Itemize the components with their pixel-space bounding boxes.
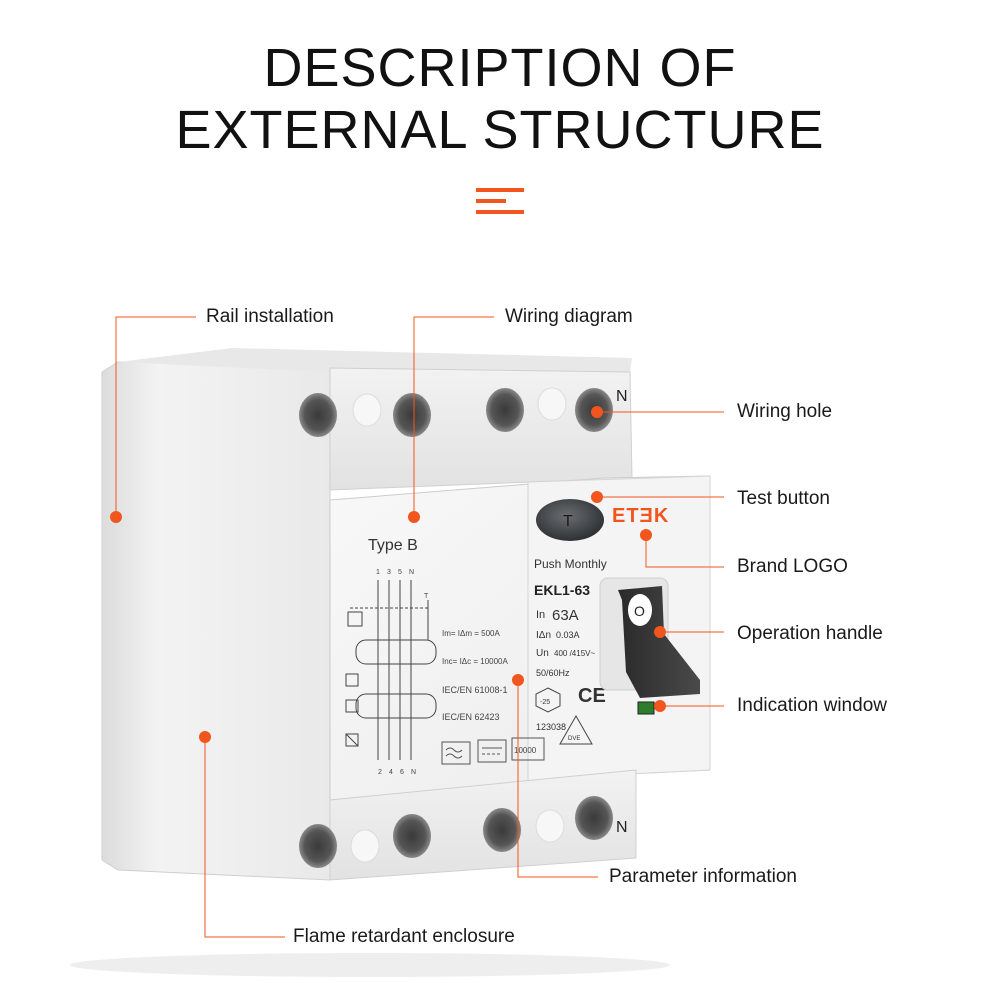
svg-text:4: 4 [389, 769, 393, 776]
freq-value: 50/60Hz [536, 668, 570, 678]
menu-icon [476, 188, 524, 216]
svg-text:3: 3 [387, 569, 391, 576]
svg-text:N: N [411, 769, 416, 776]
brand-logo: ETƎK [612, 505, 669, 527]
phase-n-top: N [616, 388, 628, 405]
svg-text:6: 6 [400, 769, 404, 776]
parameter-block: Im= IΔm = 500A Inc= IΔc = 10000A IEC/EN … [441, 629, 545, 765]
label-brand-logo: Brand LOGO [737, 556, 848, 577]
svg-text:O: O [634, 603, 645, 619]
svg-text:1: 1 [376, 569, 380, 576]
label-wiring-diagram: Wiring diagram [505, 306, 633, 327]
svg-text:DVE: DVE [568, 736, 580, 742]
svg-text:In: In [536, 609, 545, 621]
svg-text:Un: Un [536, 648, 549, 659]
label-test-button: Test button [737, 488, 830, 509]
svg-text:N: N [409, 569, 414, 576]
im-line: Im= IΔm = 500A [442, 629, 500, 638]
indication-window [637, 701, 655, 715]
cert-number: 123038 [536, 722, 566, 732]
inc-line: Inc= IΔc = 10000A [442, 657, 508, 666]
page-title-line1: DESCRIPTION OF [263, 38, 737, 98]
label-operation-handle: Operation handle [737, 623, 883, 644]
phase-n-bottom: N [616, 819, 628, 836]
rating-box-text: 10000 [514, 746, 537, 755]
svg-text:-25: -25 [540, 699, 550, 706]
svg-text:T: T [424, 593, 429, 600]
page-title-line2: EXTERNAL STRUCTURE [175, 100, 825, 160]
test-button[interactable]: T [536, 499, 604, 541]
operation-handle[interactable]: O [599, 577, 700, 698]
label-parameter-information: Parameter information [609, 866, 797, 887]
callout-dots [110, 406, 666, 743]
in-value: 63A [552, 607, 579, 624]
svg-text:T: T [563, 513, 573, 530]
label-indication-window: Indication window [737, 695, 887, 716]
ce-mark: CE [578, 685, 606, 707]
svg-text:5: 5 [398, 569, 402, 576]
idn-value: 0.03A [556, 630, 580, 640]
un-value: 400 /415V~ [554, 649, 595, 658]
iec-line-1: IEC/EN 61008-1 [442, 685, 508, 695]
svg-text:2: 2 [378, 769, 382, 776]
product-info: Push Monthly EKL1-63 In 63A IΔn 0.03A Un… [534, 557, 607, 745]
label-wiring-hole: Wiring hole [737, 401, 833, 422]
push-monthly-text: Push Monthly [534, 557, 607, 571]
wiring-diagram-schematic: 1 3 5 N T 2 4 6 N [345, 569, 437, 776]
label-rail-installation: Rail installation [206, 306, 334, 327]
type-label: Type B [368, 537, 418, 554]
callout-lines [115, 316, 724, 938]
bottom-wiring-holes [299, 796, 613, 868]
label-flame-retardant-enclosure: Flame retardant enclosure [293, 926, 515, 947]
svg-text:IΔn: IΔn [536, 630, 551, 641]
model-text: EKL1-63 [534, 582, 590, 598]
iec-line-2: IEC/EN 62423 [442, 712, 500, 722]
